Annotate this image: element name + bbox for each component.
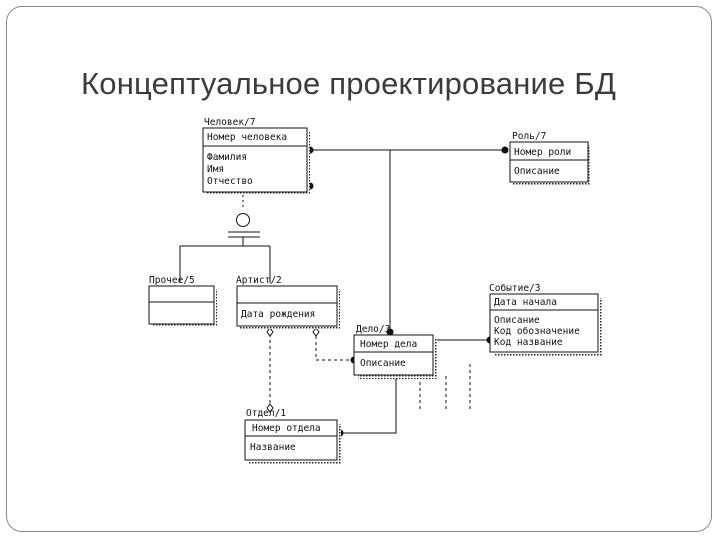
entity-other-name: Прочее/5 — [149, 275, 195, 286]
entity-event-attr-3: Код название — [494, 337, 563, 348]
entity-case: Дело/3 Номер дела Описание — [353, 324, 437, 379]
entity-role-key: Номер роли — [514, 147, 571, 158]
entity-other: Прочее/5 — [148, 275, 217, 327]
entity-event-name: Событие/3 — [489, 283, 540, 294]
entity-event-key: Дата начала — [494, 297, 557, 308]
slide-frame — [6, 6, 712, 532]
entity-event-attr-1: Описание — [494, 315, 540, 326]
entity-actor-key: Дата рождения — [241, 309, 315, 320]
entity-dept-name: Отдел/1 — [246, 408, 286, 419]
slide-title: Концептуальное проектирование БД — [81, 66, 617, 101]
entity-dept: Отдел/1 Номер отдела Название — [244, 408, 341, 464]
entity-case-key: Номер дела — [360, 339, 417, 350]
entity-event: Событие/3 Дата начала Описание Код обозн… — [489, 283, 602, 356]
entity-person: Человек/7 Номер человека Фамилия Имя Отч… — [202, 117, 310, 195]
entity-role: Роль/7 Номер роли Описание — [509, 131, 591, 185]
entity-case-attr-1: Описание — [360, 358, 406, 369]
entity-dept-attr-1: Название — [250, 442, 296, 453]
relationship-lines — [179, 149, 505, 434]
subtype-circle-icon — [236, 213, 250, 227]
entity-person-attr-3: Отчество — [207, 176, 253, 187]
entity-person-name: Человек/7 — [204, 117, 255, 128]
actor-case-line — [315, 336, 354, 361]
entity-actor: Артист/2 Дата рождения — [236, 275, 340, 329]
entity-person-attr-1: Фамилия — [207, 152, 247, 163]
entity-dept-key: Номер отдела — [252, 423, 321, 434]
entity-case-name: Дело/3 — [356, 324, 390, 335]
entity-person-attr-2: Имя — [207, 164, 224, 175]
entity-role-name: Роль/7 — [512, 131, 546, 142]
entity-person-key: Номер человека — [207, 132, 287, 143]
entity-event-attr-2: Код обозначение — [494, 326, 580, 337]
dept-case-line — [340, 376, 397, 434]
entity-actor-name: Артист/2 — [236, 275, 282, 286]
entity-role-attr-1: Описание — [514, 166, 560, 177]
open-diamond-markers — [266, 327, 320, 413]
